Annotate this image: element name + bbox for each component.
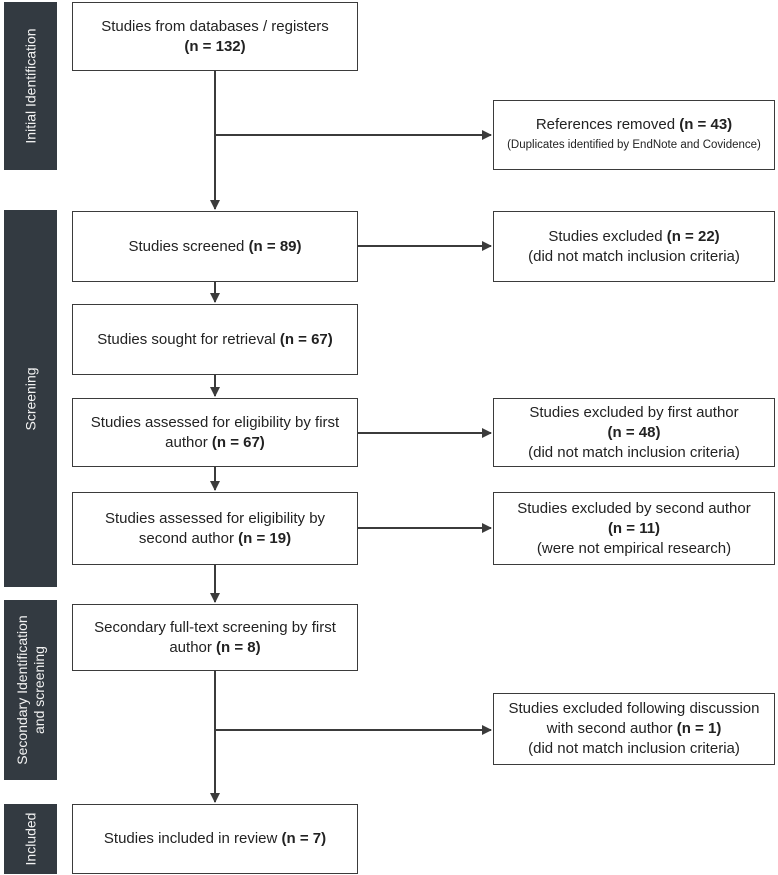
box-excluded-screening-count: (n = 22) (666, 227, 720, 245)
box-excluded-first-count: (n = 48) (607, 423, 661, 441)
box-removed-text: References removed (535, 116, 680, 133)
box-eligibility-second-text: Studies assessed for eligibility by seco… (104, 509, 326, 547)
box-eligibility-first: Studies assessed for eligibility by firs… (72, 398, 358, 467)
box-excluded-first-note: (did not match inclusion criteria) (528, 443, 740, 461)
box-excluded-second-text: Studies excluded by second author (517, 499, 751, 517)
box-excluded-second-count: (n = 11) (607, 519, 661, 537)
box-excluded-discussion-text: Studies excluded following discussion wi… (508, 700, 760, 737)
box-excluded-discussion: Studies excluded following discussion wi… (493, 693, 775, 765)
box-excluded-screening: Studies excluded (n = 22) (did not match… (493, 211, 775, 282)
box-eligibility-first-text: Studies assessed for eligibility by firs… (90, 413, 340, 451)
box-excluded-screening-note: (did not match inclusion criteria) (528, 247, 740, 265)
box-secondary-screening-text: Secondary full-text screening by first a… (94, 618, 336, 656)
box-excluded-first: Studies excluded by first author (n = 48… (493, 398, 775, 467)
box-excluded-first-text: Studies excluded by first author (529, 403, 739, 421)
box-screened-count: (n = 89) (248, 237, 302, 255)
box-removed: References removed (n = 43) (Duplicates … (493, 100, 775, 170)
box-sought: Studies sought for retrieval (n = 67) (72, 304, 358, 375)
box-removed-count: (n = 43) (679, 116, 733, 133)
box-secondary-screening-count: (n = 8) (216, 638, 261, 656)
box-sought-text: Studies sought for retrieval (97, 330, 280, 348)
box-included-text: Studies included in review (103, 830, 282, 847)
box-included-count: (n = 7) (281, 830, 327, 847)
box-excluded-second-note: (were not empirical research) (536, 539, 732, 557)
stage-secondary: Secondary Identification and screening (4, 600, 57, 780)
box-excluded-discussion-note: (did not match inclusion criteria) (528, 740, 740, 757)
box-excluded-screening-text: Studies excluded (548, 227, 667, 245)
box-excluded-second: Studies excluded by second author (n = 1… (493, 492, 775, 565)
box-removed-note: (Duplicates identified by EndNote and Co… (507, 139, 761, 151)
stage-included: Included (4, 804, 57, 874)
box-databases-text: Studies from databases / registers (101, 17, 329, 35)
stage-screening: Screening (4, 210, 57, 587)
box-screened: Studies screened (n = 89) (72, 211, 358, 282)
box-databases: Studies from databases / registers (n = … (72, 2, 358, 71)
box-eligibility-first-count: (n = 67) (211, 433, 265, 451)
box-eligibility-second-count: (n = 19) (238, 529, 292, 547)
box-eligibility-second: Studies assessed for eligibility by seco… (72, 492, 358, 565)
box-included: Studies included in review (n = 7) (72, 804, 358, 874)
box-databases-count: (n = 132) (184, 37, 246, 55)
stage-identification: Initial Identification (4, 2, 57, 170)
box-screened-text: Studies screened (128, 237, 249, 255)
box-sought-count: (n = 67) (279, 330, 333, 348)
box-excluded-discussion-count: (n = 1) (676, 720, 722, 737)
box-secondary-screening: Secondary full-text screening by first a… (72, 604, 358, 671)
